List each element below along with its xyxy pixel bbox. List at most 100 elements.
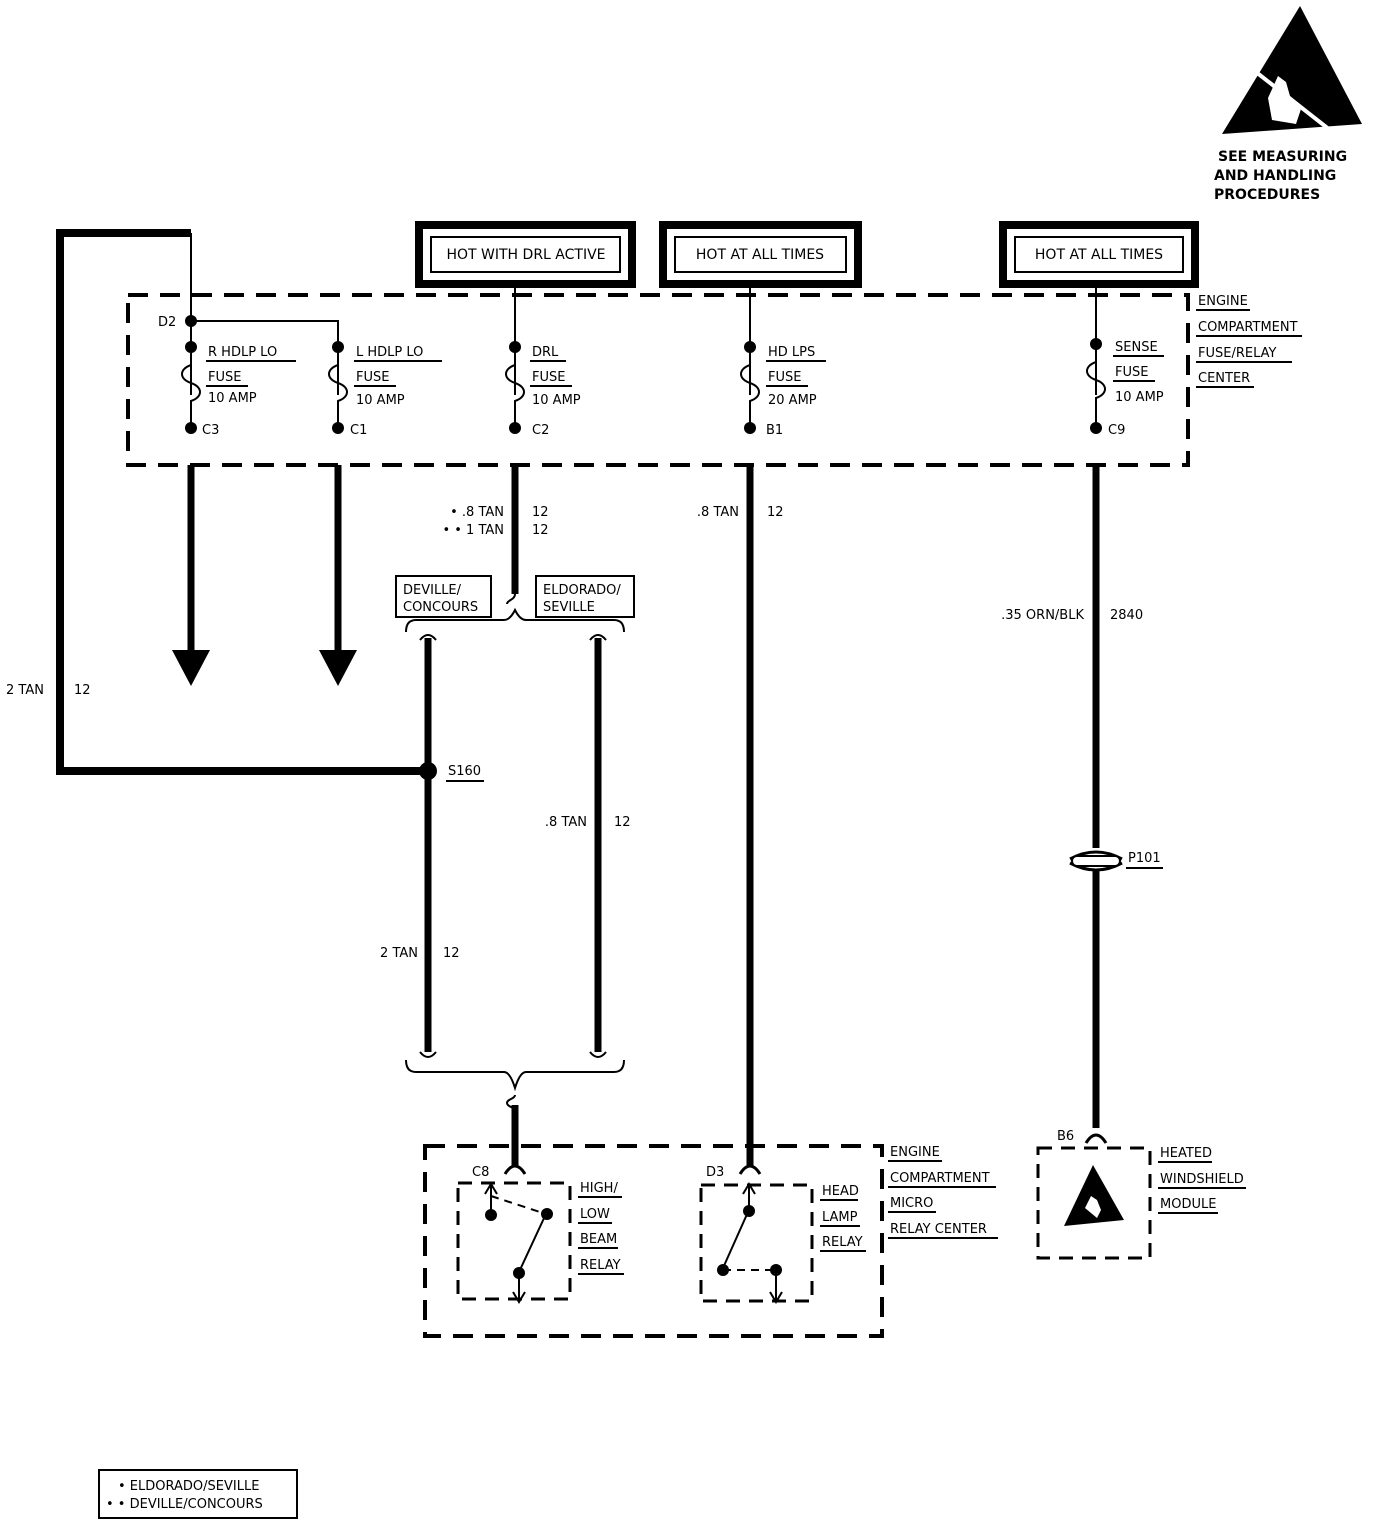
deville-wire-size: 2 TAN xyxy=(380,946,418,961)
micro-relay-line2: COMPARTMENT xyxy=(890,1171,990,1186)
drl-wire-circuit-2: 12 xyxy=(532,523,549,538)
esd-triangle-icon xyxy=(1222,6,1362,134)
head-lamp-relay-pin: D3 xyxy=(706,1165,724,1180)
head-lamp-relay-line1: HEAD xyxy=(822,1184,859,1199)
l-hdlp-arrow-icon xyxy=(319,650,357,686)
fuse-drl-name: DRL xyxy=(532,345,559,360)
fuse-center-line4: CENTER xyxy=(1198,371,1250,386)
drl-wire-size-1: • .8 TAN xyxy=(450,505,504,520)
option-deville-line2: CONCOURS xyxy=(403,600,478,615)
d2-pin-label: D2 xyxy=(158,315,176,330)
head-lamp-relay-line3: RELAY xyxy=(822,1235,863,1250)
option-merge-bottom xyxy=(405,1051,625,1112)
deville-wire-circuit: 12 xyxy=(443,946,460,961)
r-hdlp-arrow-icon xyxy=(172,650,210,686)
fuse-r-hdlp-type: FUSE xyxy=(208,370,241,385)
fuse-hd-lps-type: FUSE xyxy=(768,370,801,385)
fuse-r-hdlp-name: R HDLP LO xyxy=(208,345,277,360)
drl-wire-circuit-1: 12 xyxy=(532,505,549,520)
loop-wire-circuit: 12 xyxy=(74,683,91,698)
fuse-l-hdlp-pin: C1 xyxy=(350,423,367,438)
hd-lps-wire-circuit: 12 xyxy=(767,505,784,520)
high-low-relay-line3: BEAM xyxy=(580,1232,617,1247)
fuse-sense-rating: 10 AMP xyxy=(1115,390,1164,405)
internal-wires xyxy=(190,233,1097,395)
fuse-center-line1: ENGINE xyxy=(1198,294,1248,309)
micro-relay-center-label: ENGINE COMPARTMENT MICRO RELAY CENTER xyxy=(888,1145,998,1239)
power-source-sense: HOT AT ALL TIMES xyxy=(999,221,1199,288)
micro-relay-line3: MICRO xyxy=(890,1196,933,1211)
high-low-relay-line4: RELAY xyxy=(580,1258,621,1273)
fuse-sense-type: FUSE xyxy=(1115,365,1148,380)
fuse-hd-lps-rating: 20 AMP xyxy=(768,393,817,408)
hd-lps-wire-size: .8 TAN xyxy=(697,505,739,520)
micro-relay-center-box xyxy=(423,1144,884,1338)
fuse-r-hdlp-rating: 10 AMP xyxy=(208,391,257,406)
fuse-l-hdlp-name: L HDLP LO xyxy=(356,345,423,360)
esd-text-line3: PROCEDURES xyxy=(1214,187,1320,203)
head-lamp-relay-line2: LAMP xyxy=(822,1210,858,1225)
fuse-hd-lps-name: HD LPS xyxy=(768,345,815,360)
splice-label: S160 xyxy=(448,764,481,779)
fuse-symbols xyxy=(181,361,1106,429)
fuse-drl-pin: C2 xyxy=(532,423,549,438)
wire-labels: 2 TAN 12 • .8 TAN 12 • • 1 TAN 12 .8 TAN… xyxy=(6,505,1143,961)
legend-row1: • ELDORADO/SEVILLE xyxy=(118,1479,259,1494)
module-pin: B6 xyxy=(1057,1129,1074,1144)
high-low-relay-pin: C8 xyxy=(472,1165,489,1180)
micro-relay-line4: RELAY CENTER xyxy=(890,1222,987,1237)
module-line1: HEATED xyxy=(1160,1146,1212,1161)
fuse-relay-center-label: ENGINE COMPARTMENT FUSE/RELAY CENTER xyxy=(1196,294,1302,388)
fuse-r-hdlp-pin: C3 xyxy=(202,423,219,438)
fuse-sense-name: SENSE xyxy=(1115,340,1158,355)
fuse-drl: DRL FUSE 10 AMP C2 xyxy=(530,345,581,438)
esd-text-line2: AND HANDLING xyxy=(1214,168,1336,184)
option-deville-line1: DEVILLE/ xyxy=(403,583,462,598)
fuse-l-hdlp: L HDLP LO FUSE 10 AMP C1 xyxy=(350,345,442,438)
option-split-top: DEVILLE/ CONCOURS ELDORADO/ SEVILLE xyxy=(395,575,635,641)
connector-p101: P101 xyxy=(1069,850,1163,872)
high-low-relay-line2: LOW xyxy=(580,1207,610,1222)
head-lamp-relay: D3 HEAD LAMP RELAY xyxy=(699,1164,866,1304)
fuse-drl-rating: 10 AMP xyxy=(532,393,581,408)
fuse-center-line3: FUSE/RELAY xyxy=(1198,346,1277,361)
sense-source-label: HOT AT ALL TIMES xyxy=(1035,247,1163,263)
power-source-hd-lps: HOT AT ALL TIMES xyxy=(659,221,862,288)
high-low-beam-relay: C8 HIGH/ LOW BEAM RELAY xyxy=(456,1164,624,1304)
eldorado-wire-circuit: 12 xyxy=(614,815,631,830)
option-eldorado-line2: SEVILLE xyxy=(543,600,595,615)
loop-wire-size: 2 TAN xyxy=(6,683,44,698)
heated-windshield-module: B6 HEATED WINDSHIELD MODULE xyxy=(1036,1129,1246,1260)
sense-wire-size: .35 ORN/BLK xyxy=(1001,608,1084,623)
fuse-drl-type: FUSE xyxy=(532,370,565,385)
option-eldorado-line1: ELDORADO/ xyxy=(543,583,621,598)
fuse-sense: SENSE FUSE 10 AMP C9 xyxy=(1108,340,1164,438)
fuse-hd-lps: HD LPS FUSE 20 AMP B1 xyxy=(766,345,826,438)
drl-wire-size-2: • • 1 TAN xyxy=(442,523,504,538)
fuse-sense-pin: C9 xyxy=(1108,423,1125,438)
drl-source-label: HOT WITH DRL ACTIVE xyxy=(446,247,605,263)
esd-text-line1: SEE MEASURING xyxy=(1218,149,1347,165)
fuse-r-hdlp: R HDLP LO FUSE 10 AMP C3 xyxy=(202,345,296,438)
esd-warning: SEE MEASURING AND HANDLING PROCEDURES xyxy=(1214,6,1362,203)
fuse-l-hdlp-rating: 10 AMP xyxy=(356,393,405,408)
module-line2: WINDSHIELD xyxy=(1160,1172,1244,1187)
micro-relay-line1: ENGINE xyxy=(890,1145,940,1160)
fuse-center-line2: COMPARTMENT xyxy=(1198,320,1298,335)
fuse-terminals xyxy=(185,315,1102,434)
splice-s160: S160 xyxy=(419,762,484,782)
hd-lps-source-label: HOT AT ALL TIMES xyxy=(696,247,824,263)
legend-row2: • • DEVILLE/CONCOURS xyxy=(106,1497,263,1512)
module-line3: MODULE xyxy=(1160,1197,1216,1212)
fuse-l-hdlp-type: FUSE xyxy=(356,370,389,385)
legend: • ELDORADO/SEVILLE • • DEVILLE/CONCOURS xyxy=(98,1469,298,1519)
heavy-wires xyxy=(56,229,1100,1166)
eldorado-wire-size: .8 TAN xyxy=(545,815,587,830)
sense-wire-circuit: 2840 xyxy=(1110,608,1143,623)
power-source-drl: HOT WITH DRL ACTIVE xyxy=(415,221,636,288)
module-esd-icon xyxy=(1064,1165,1124,1226)
high-low-relay-line1: HIGH/ xyxy=(580,1181,618,1196)
connector-label: P101 xyxy=(1128,851,1161,866)
fuse-hd-lps-pin: B1 xyxy=(766,423,783,438)
